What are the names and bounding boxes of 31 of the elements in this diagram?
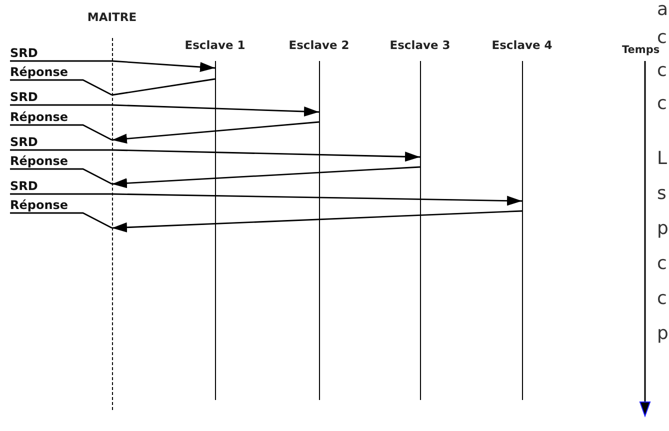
lifeline-heading: Esclave 3 — [388, 38, 452, 52]
text-fragment: p — [657, 219, 668, 239]
lifeline-heading: Esclave 1 — [184, 38, 246, 52]
message-label: Réponse — [10, 110, 68, 124]
message-arrow — [10, 149, 420, 162]
text-fragment: c — [657, 289, 667, 309]
message-arrow — [112, 166, 420, 188]
message-label: Réponse — [10, 154, 68, 168]
text-fragment: c — [657, 28, 667, 48]
lifeline-heading: MAITRE — [86, 10, 138, 24]
message-label: SRD — [10, 46, 38, 60]
message-label: Réponse — [10, 65, 68, 79]
message-arrow — [10, 104, 320, 116]
lifeline-heading: Esclave 4 — [490, 38, 554, 52]
message-arrow — [10, 193, 522, 206]
axis-label: Temps — [622, 44, 660, 56]
message-label: SRD — [10, 135, 38, 149]
text-fragment: c — [657, 61, 667, 81]
text-fragment: c — [657, 94, 667, 114]
message-label: SRD — [10, 179, 38, 193]
message-arrow — [10, 60, 216, 72]
text-fragment: L — [657, 149, 668, 169]
message-arrow — [112, 121, 320, 144]
text-fragment: c — [657, 254, 667, 274]
lifeline-heading: Esclave 2 — [288, 38, 350, 52]
message-arrow — [112, 210, 522, 232]
text-fragment: p — [657, 324, 668, 344]
message-label: SRD — [10, 90, 38, 104]
message-label: Réponse — [10, 198, 68, 212]
text-fragment: a — [657, 0, 668, 20]
text-fragment: s — [657, 184, 666, 204]
